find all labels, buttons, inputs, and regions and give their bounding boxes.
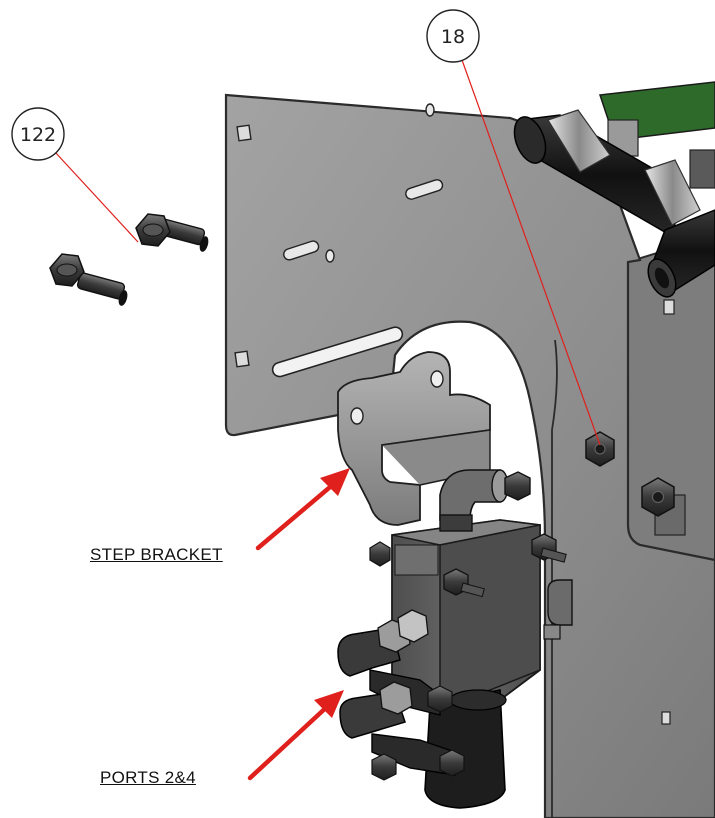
solenoid-coil bbox=[424, 689, 507, 809]
circuit-board bbox=[598, 81, 715, 157]
flange-bolt-122 bbox=[135, 213, 209, 252]
valve-block bbox=[391, 519, 541, 712]
callout-number: 18 bbox=[441, 26, 465, 48]
callout-number: 122 bbox=[20, 124, 56, 146]
block-bolt bbox=[531, 533, 567, 563]
elbow-fitting bbox=[439, 469, 531, 532]
callout-122: 122 bbox=[11, 107, 139, 243]
hex-nut-18 bbox=[585, 431, 615, 467]
mounting-plate bbox=[224, 93, 715, 818]
step-bracket-label: STEP BRACKET bbox=[90, 545, 223, 564]
ports-label: PORTS 2&4 bbox=[100, 768, 196, 787]
step-bracket-arrow bbox=[255, 468, 350, 551]
port-fitting bbox=[339, 681, 465, 781]
block-bolt bbox=[369, 541, 391, 567]
hex-nut bbox=[641, 477, 675, 517]
block-bolt bbox=[443, 568, 485, 598]
ports-arrow bbox=[247, 690, 344, 781]
callout-18: 18 bbox=[426, 9, 601, 446]
flange-bolt-122 bbox=[49, 253, 128, 306]
coolant-hose bbox=[513, 109, 715, 298]
side-fitting bbox=[543, 579, 573, 640]
